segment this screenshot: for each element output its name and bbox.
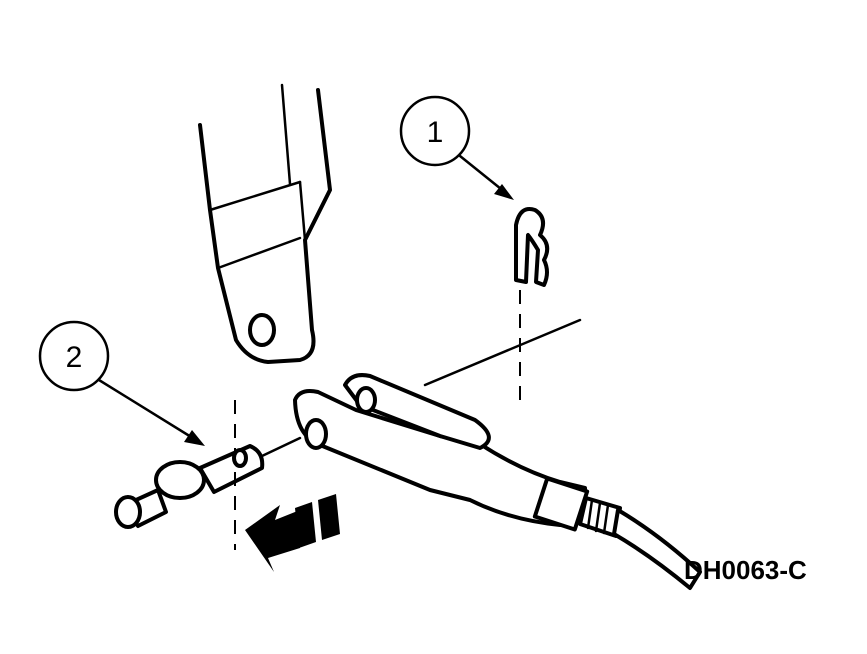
removal-direction-arrow	[245, 494, 340, 572]
brake-cable	[612, 508, 702, 590]
figure-code: DH0063-C	[684, 555, 807, 585]
callout-2: 2	[38, 320, 205, 446]
callout-1: 1	[399, 95, 514, 200]
callout-2-number: 2	[66, 341, 83, 374]
clevis-pin-hole-front	[304, 418, 328, 450]
cable-fitting-nut	[532, 476, 590, 532]
cable-clevis	[293, 318, 702, 590]
retaining-clip	[514, 207, 550, 410]
clevis-pin	[114, 400, 302, 550]
clevis-pin-hole-rear	[355, 386, 377, 414]
pedal-pin-hole	[248, 313, 276, 347]
callout-1-number: 1	[427, 116, 444, 149]
pedal-arm	[198, 83, 332, 364]
